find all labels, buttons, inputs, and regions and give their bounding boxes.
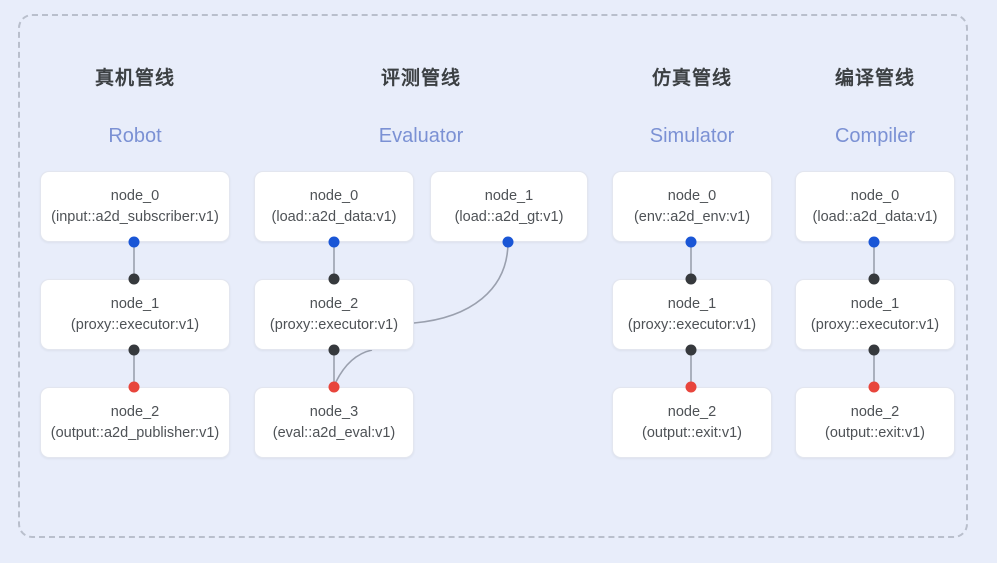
column-title-en-compiler: Compiler	[834, 125, 916, 147]
node-label-name: node_2	[110, 403, 160, 420]
port-output-robot-2[interactable]	[128, 381, 140, 393]
node-compiler-2[interactable]: node_2 (output::exit:v1)	[795, 387, 955, 458]
port-internal-robot-1-bottom[interactable]	[128, 344, 140, 356]
column-title-cn-simulator: 仿真管线	[651, 68, 732, 89]
node-label-signature: (env::a2d_env:v1)	[633, 208, 751, 225]
node-simulator-2[interactable]: node_2 (output::exit:v1)	[612, 387, 772, 458]
node-robot-0[interactable]: node_0 (input::a2d_subscriber:v1)	[40, 171, 230, 242]
port-input-simulator-0[interactable]	[685, 236, 697, 248]
node-label-signature: (proxy::executor:v1)	[70, 316, 200, 333]
column-title-cn-evaluator: 评测管线	[380, 68, 461, 89]
port-internal-compiler-1-top[interactable]	[868, 273, 880, 285]
port-internal-compiler-1-bottom[interactable]	[868, 344, 880, 356]
node-label-name: node_0	[667, 187, 717, 204]
node-compiler-1[interactable]: node_1 (proxy::executor:v1)	[795, 279, 955, 350]
port-internal-robot-1-top[interactable]	[128, 273, 140, 285]
node-label-name: node_2	[850, 403, 900, 420]
column-title-en-evaluator: Evaluator	[378, 125, 464, 147]
node-label-name: node_2	[667, 403, 717, 420]
node-label-signature: (output::a2d_publisher:v1)	[50, 424, 220, 441]
node-label-signature: (proxy::executor:v1)	[810, 316, 940, 333]
node-label-name: node_2	[309, 295, 359, 312]
node-simulator-0[interactable]: node_0 (env::a2d_env:v1)	[612, 171, 772, 242]
column-title-cn-compiler: 编译管线	[834, 68, 915, 89]
port-input-robot-0[interactable]	[128, 236, 140, 248]
column-title-en-simulator: Simulator	[649, 125, 735, 147]
node-label-name: node_1	[484, 187, 534, 204]
port-input-evaluator-0[interactable]	[328, 236, 340, 248]
port-output-evaluator-3[interactable]	[328, 381, 340, 393]
port-input-compiler-0[interactable]	[868, 236, 880, 248]
port-internal-evaluator-2-bottom[interactable]	[328, 344, 340, 356]
node-label-name: node_1	[850, 295, 900, 312]
port-internal-simulator-1-top[interactable]	[685, 273, 697, 285]
node-label-name: node_0	[110, 187, 160, 204]
node-label-name: node_3	[309, 403, 359, 420]
diagram-dashed-frame	[18, 14, 968, 538]
node-label-signature: (proxy::executor:v1)	[627, 316, 757, 333]
node-label-signature: (eval::a2d_eval:v1)	[272, 424, 396, 441]
node-label-signature: (load::a2d_gt:v1)	[454, 208, 564, 225]
node-label-signature: (output::exit:v1)	[825, 424, 925, 441]
node-evaluator-0[interactable]: node_0 (load::a2d_data:v1)	[254, 171, 414, 242]
node-label-signature: (input::a2d_subscriber:v1)	[51, 208, 219, 225]
column-title-en-robot: Robot	[108, 125, 162, 147]
node-label-name: node_0	[850, 187, 900, 204]
node-label-name: node_1	[110, 295, 160, 312]
node-evaluator-3[interactable]: node_3 (eval::a2d_eval:v1)	[254, 387, 414, 458]
port-output-simulator-2[interactable]	[685, 381, 697, 393]
edge-eval-gt-to-executor	[413, 241, 509, 324]
node-simulator-1[interactable]: node_1 (proxy::executor:v1)	[612, 279, 772, 350]
port-internal-evaluator-2-top[interactable]	[328, 273, 340, 285]
node-label-signature: (output::exit:v1)	[642, 424, 742, 441]
node-evaluator-1[interactable]: node_1 (load::a2d_gt:v1)	[430, 171, 588, 242]
node-label-name: node_0	[309, 187, 359, 204]
edge-eval-executor-to-node3	[333, 349, 373, 387]
node-robot-1[interactable]: node_1 (proxy::executor:v1)	[40, 279, 230, 350]
node-label-signature: (load::a2d_data:v1)	[271, 208, 397, 225]
node-label-signature: (proxy::executor:v1)	[269, 316, 399, 333]
port-output-compiler-2[interactable]	[868, 381, 880, 393]
node-robot-2[interactable]: node_2 (output::a2d_publisher:v1)	[40, 387, 230, 458]
port-input-evaluator-1[interactable]	[502, 236, 514, 248]
node-label-name: node_1	[667, 295, 717, 312]
node-evaluator-2[interactable]: node_2 (proxy::executor:v1)	[254, 279, 414, 350]
port-internal-simulator-1-bottom[interactable]	[685, 344, 697, 356]
column-title-cn-robot: 真机管线	[94, 68, 175, 89]
node-compiler-0[interactable]: node_0 (load::a2d_data:v1)	[795, 171, 955, 242]
node-label-signature: (load::a2d_data:v1)	[812, 208, 938, 225]
